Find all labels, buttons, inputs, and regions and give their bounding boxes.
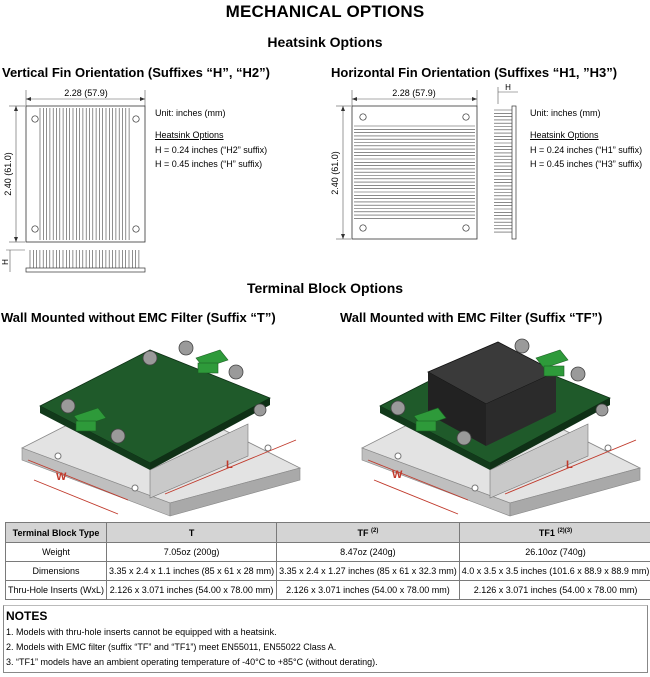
wall-t-heading: Wall Mounted without EMC Filter (Suffix … xyxy=(1,310,276,325)
table-cell: 8.47oz (240g) xyxy=(276,542,460,562)
table-header: TF (2) xyxy=(276,522,460,543)
table-cell: 2.126 x 3.071 inches (54.00 x 78.00 mm) xyxy=(106,580,278,600)
wall-t-w-label: W xyxy=(56,471,67,483)
note-line: 3. “TF1” models have an ambient operatin… xyxy=(6,657,378,667)
horizontal-height-dimension: 2.40 (61.0) xyxy=(330,151,340,195)
vertical-fin-heading: Vertical Fin Orientation (Suffixes “H”, … xyxy=(2,65,270,80)
table-cell: 2.126 x 3.071 inches (54.00 x 78.00 mm) xyxy=(458,580,650,600)
table-header-row: Terminal Block Type T TF (2) TF1 (2)(3) xyxy=(4,522,650,543)
vertical-option-2: H = 0.45 inches (“H” suffix) xyxy=(155,159,263,169)
horizontal-option-2: H = 0.45 inches (“H3” suffix) xyxy=(530,159,643,169)
table-cell: 2.126 x 3.071 inches (54.00 x 78.00 mm) xyxy=(276,580,460,600)
table-cell: Thru-Hole Inserts (WxL) xyxy=(4,580,108,600)
horizontal-fin-heading: Horizontal Fin Orientation (Suffixes “H1… xyxy=(331,65,618,80)
wall-t-render: W L xyxy=(21,340,302,517)
table-header: Terminal Block Type xyxy=(4,522,108,543)
horizontal-h-label: H xyxy=(505,83,511,92)
table-header: T xyxy=(106,522,278,543)
table-cell: 26.10oz (740g) xyxy=(458,542,650,562)
note-line: 2. Models with EMC filter (suffix “TF” a… xyxy=(6,642,337,652)
vertical-option-1: H = 0.24 inches (“H2” suffix) xyxy=(155,145,268,155)
wall-t-l-label: L xyxy=(226,459,233,471)
table-row: Thru-Hole Inserts (WxL) 2.126 x 3.071 in… xyxy=(4,580,650,600)
terminal-block-spec-table: Terminal Block Type T TF (2) TF1 (2)(3) … xyxy=(4,522,650,600)
wall-tf-heading: Wall Mounted with EMC Filter (Suffix “TF… xyxy=(340,310,603,325)
horizontal-width-dimension: 2.28 (57.9) xyxy=(392,88,436,98)
table-cell: 7.05oz (200g) xyxy=(106,542,278,562)
table-cell: 3.35 x 2.4 x 1.27 inches (85 x 61 x 32.3… xyxy=(276,561,460,581)
vertical-h-label: H xyxy=(1,259,10,265)
horizontal-fin-drawing: 2.28 (57.9) 2.40 (61.0) H xyxy=(330,83,518,240)
wall-tf-l-label: L xyxy=(566,459,573,471)
table-row: Dimensions 3.35 x 2.4 x 1.1 inches (85 x… xyxy=(4,561,650,581)
vertical-options-title: Heatsink Options xyxy=(155,130,224,140)
horizontal-options-title: Heatsink Options xyxy=(530,130,599,140)
table-cell: 3.35 x 2.4 x 1.1 inches (85 x 61 x 28 mm… xyxy=(106,561,278,581)
heatsink-options-heading: Heatsink Options xyxy=(267,34,383,50)
wall-tf-render: W L xyxy=(361,338,642,517)
table-cell: Dimensions xyxy=(4,561,108,581)
table-cell: Weight xyxy=(4,542,108,562)
terminal-block-heading: Terminal Block Options xyxy=(246,280,404,296)
note-line: 1. Models with thru-hole inserts cannot … xyxy=(6,627,277,637)
vertical-width-dimension: 2.28 (57.9) xyxy=(64,88,108,98)
notes-box xyxy=(3,605,648,673)
table-cell: 4.0 x 3.5 x 3.5 inches (101.6 x 88.9 x 8… xyxy=(458,561,650,581)
vertical-unit-text: Unit: inches (mm) xyxy=(155,108,226,118)
table-header: TF1 (2)(3) xyxy=(458,522,650,543)
vertical-height-dimension: 2.40 (61.0) xyxy=(3,152,13,196)
table-row: Weight 7.05oz (200g) 8.47oz (240g) 26.10… xyxy=(4,542,650,562)
horizontal-option-1: H = 0.24 inches (“H1” suffix) xyxy=(530,145,643,155)
vertical-fin-drawing: 2.28 (57.9) 2.40 (61.0) H xyxy=(1,88,146,273)
notes-title: NOTES xyxy=(6,609,48,623)
wall-tf-w-label: W xyxy=(392,469,403,481)
page-title: MECHANICAL OPTIONS xyxy=(225,2,425,21)
horizontal-unit-text: Unit: inches (mm) xyxy=(530,108,601,118)
